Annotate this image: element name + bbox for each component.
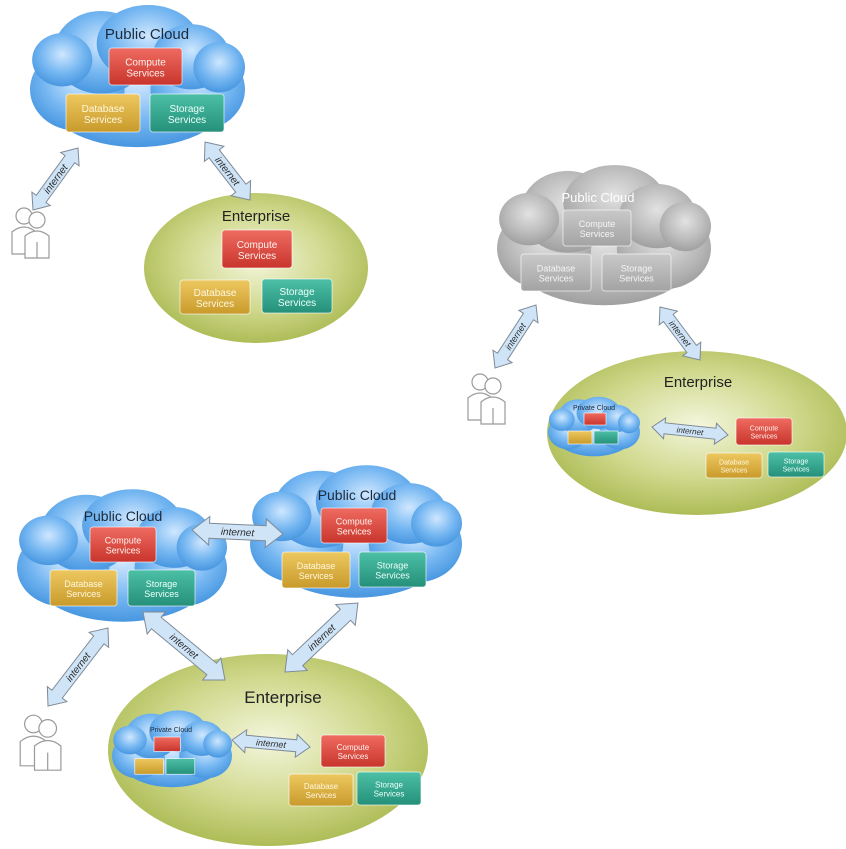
storage-services-box-label-line1: Storage [621,264,653,274]
database-services-box-label-line2: Services [66,589,101,599]
double-arrow-icon [46,627,110,707]
internet-arrow-private: internet [231,728,311,759]
database-services-box-label-line1: Database [719,460,749,467]
user-group-icon [19,714,62,771]
storage-services-box-label-line2: Services [783,467,810,474]
database-services-box-label-line1: Database [194,288,237,299]
database-services-box-label-line2: Services [539,274,574,284]
internet-arrow-private-label: internet [256,737,287,750]
database-services-box-label-line1: Database [537,264,576,274]
database-services-box-label-line2: Services [196,299,234,310]
storage-services-box-label-line1: Storage [279,287,314,298]
enterprise-title: Enterprise [664,374,732,391]
compute-services-box-label-line1: Compute [336,517,373,527]
public-cloud-title: Public Cloud [84,508,163,524]
private-cloud-title: Private Cloud [573,405,615,412]
storage-services-box-label-line1: Storage [784,459,809,466]
private-cloud-services [567,412,619,445]
double-arrow-icon [658,306,702,361]
compute-services-box-label-line1: Compute [237,240,278,251]
internet-arrow-user: internet [46,627,110,707]
storage-services-box-label-line2: Services [278,298,316,309]
internet-arrow-user: internet [31,147,80,211]
compute-services-box-label-line2: Services [580,229,615,239]
database-services-box-label-line2: Services [721,468,748,475]
compute-services-box-label-line1: Compute [750,426,779,433]
internet-arrow-private-label: internet [676,425,704,437]
compute-services-box-label-line2: Services [337,527,372,537]
private-cloud-services [134,736,196,775]
compute-services-box-label-line1: Compute [337,743,370,752]
storage-services-box-label-line1: Storage [375,781,404,790]
public-cloud-title: Public Cloud [105,26,189,43]
storage-services-box-label-line2: Services [144,589,179,599]
double-arrow-icon [31,147,80,211]
user-group-icon [11,207,50,259]
database-services-box-label-line2: Services [306,791,337,800]
internet-arrow-clouds: internet [191,515,284,549]
database-services-box-label-line2: Services [299,571,334,581]
internet-arrow-clouds-label: internet [221,527,256,540]
compute-services-box-label-line2: Services [126,69,164,80]
compute-services-box-label-line2: Services [106,546,141,556]
storage-services-box-label-line1: Storage [377,561,409,571]
double-arrow-icon [492,304,539,369]
public-cloud-title: Public Cloud [318,487,397,503]
storage-services-box-label-line1: Storage [146,579,178,589]
double-arrow-icon [142,611,226,681]
database-services-box-label-line2: Services [84,115,122,126]
enterprise-title: Enterprise [244,688,321,707]
storage-services-box-label-line2: Services [375,571,410,581]
compute-services-box-label-line2: Services [238,251,276,262]
database-services-box-label-line1: Database [304,782,339,791]
storage-services-box-label-line1: Storage [169,104,204,115]
compute-services-box-label-line1: Compute [579,219,616,229]
double-arrow-icon [191,515,284,549]
private-cloud-title: Private Cloud [150,727,192,734]
double-arrow-icon [231,728,311,759]
storage-services-box-label-line2: Services [168,115,206,126]
double-arrow-icon [284,602,359,673]
compute-services-box-label-line1: Compute [105,536,142,546]
compute-services-box-label-line2: Services [751,434,778,441]
internet-arrow-private: internet [651,416,729,446]
storage-services-box-label-line2: Services [374,790,405,799]
double-arrow-icon [651,416,729,446]
double-arrow-icon [203,141,252,201]
database-services-box-label-line1: Database [82,104,125,115]
internet-arrow-user: internet [492,304,539,369]
database-services-box-label-line1: Database [297,561,336,571]
compute-services-box-label-line1: Compute [125,58,166,69]
storage-services-box-label-line2: Services [619,274,654,284]
public-cloud-title: Public Cloud [562,190,635,205]
user-group-icon [467,373,506,425]
compute-services-box-label-line2: Services [338,752,369,761]
database-services-box-label-line1: Database [64,579,103,589]
enterprise-title: Enterprise [222,208,290,225]
